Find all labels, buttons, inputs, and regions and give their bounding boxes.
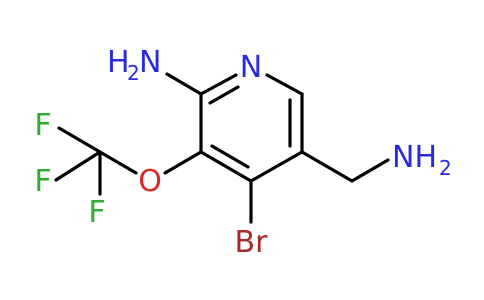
substituent-bonds <box>54 72 390 224</box>
bond-c2-n <box>199 73 238 96</box>
bond-c2-n-double <box>208 85 240 105</box>
bond-c3-o <box>163 150 203 175</box>
right-amine-nh: NH <box>392 140 437 175</box>
oxygen-label: O <box>138 164 162 199</box>
bond-c5-c4 <box>249 150 304 183</box>
bond-c4-c3-double <box>210 144 250 169</box>
bond-c5-ch2 <box>300 150 354 183</box>
left-amine-label: H 2 N <box>107 45 161 85</box>
left-amine-h: H <box>107 45 130 80</box>
bond-c-f-top <box>57 126 102 154</box>
left-amine-n: N <box>139 45 161 80</box>
bond-c-f-mid <box>54 150 102 182</box>
bond-c2-nh2 <box>165 72 203 96</box>
bromine-label: Br <box>235 225 269 260</box>
bond-ch2-nh2 <box>350 158 390 183</box>
right-amine-label: NH 2 <box>392 140 452 180</box>
fluorine-bottom-label: F <box>88 195 105 230</box>
ring-bonds <box>199 73 304 183</box>
ring-nitrogen-label: N <box>240 50 262 85</box>
bond-n-c6 <box>265 73 304 96</box>
fluorine-mid-label: F <box>34 164 51 199</box>
bond-c4-c3 <box>199 150 253 183</box>
bond-o-cf3 <box>98 150 138 175</box>
right-amine-subscript: 2 <box>439 156 452 180</box>
left-amine-subscript: 2 <box>127 61 140 85</box>
fluorine-top-label: F <box>34 108 51 143</box>
